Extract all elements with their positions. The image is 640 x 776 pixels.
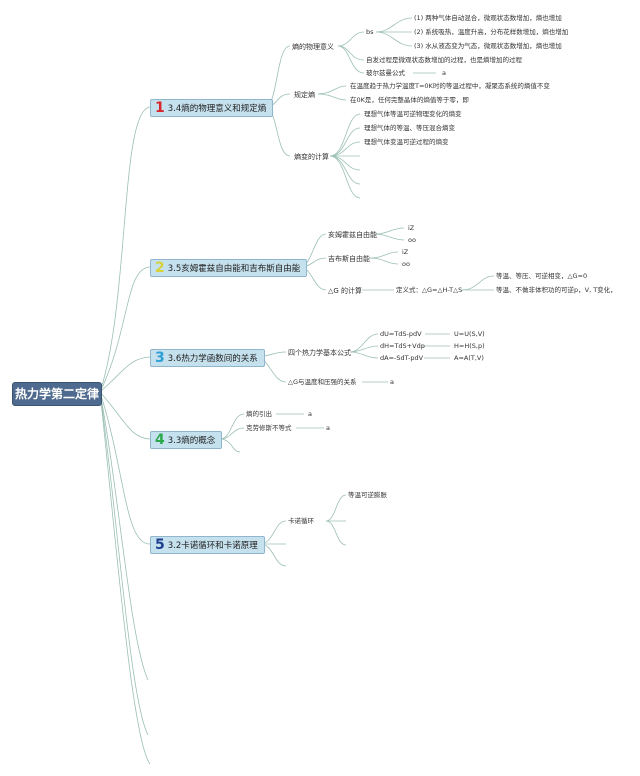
node-condition-1[interactable]: 等温、等压、可逆相变，△G=0 — [496, 272, 588, 280]
node-entropy-origin[interactable]: 熵的引出 — [246, 410, 272, 418]
node-dG-calc[interactable]: △G 的计算 — [328, 287, 363, 295]
node-clausius[interactable]: 克劳修斯不等式 — [246, 424, 292, 432]
node-isothermal-expansion[interactable]: 等温可逆膨胀 — [348, 491, 387, 499]
node-boltzmann-leaf[interactable]: a — [442, 69, 446, 77]
node-bs[interactable]: bs — [366, 28, 374, 36]
node-dG-relation[interactable]: △G与温度和压强的关系 — [288, 378, 357, 386]
node-entropy-calc[interactable]: 熵变的计算 — [294, 153, 329, 161]
node-gibbs-leaf-1[interactable]: iZ — [402, 248, 409, 256]
node-gibbs-leaf-2[interactable]: oo — [402, 260, 410, 268]
node-eq-dU[interactable]: dU=TdS-pdV — [380, 330, 422, 338]
node-clausius-leaf[interactable]: a — [326, 424, 330, 432]
node-fn-A[interactable]: A=A(T,V) — [454, 354, 484, 362]
node-dG-leaf[interactable]: a — [390, 378, 394, 386]
node-spontaneous[interactable]: 自发过程是微观状态数增加的过程，也是熵增加的过程 — [366, 56, 522, 64]
node-stipulated-1[interactable]: 在温度趋于热力学温度T=0K时的等温过程中，凝聚态系统的熵值不变 — [350, 82, 550, 90]
node-fn-H[interactable]: H=H(S,p) — [454, 342, 485, 350]
topic-label: 3.6热力学函数间的关系 — [167, 354, 258, 364]
topic-number: 4 — [155, 432, 165, 448]
node-condition-2[interactable]: 等温、不做非体积功的可逆p，V, T变化， — [496, 286, 617, 294]
node-calc-2[interactable]: 理想气体的等温、等压混合熵变 — [364, 124, 455, 132]
node-eq-dH[interactable]: dH=TdS+Vdp — [380, 342, 425, 350]
node-calc-1[interactable]: 理想气体等温可逆物理变化的熵变 — [364, 110, 462, 118]
topic-label: 3.5亥姆霍兹自由能和吉布斯自由能 — [167, 264, 301, 274]
node-calc-3[interactable]: 理想气体变温可逆过程的熵变 — [364, 138, 449, 146]
node-stipulated-entropy[interactable]: 规定熵 — [294, 91, 315, 99]
node-four-equations[interactable]: 四个热力学基本公式 — [288, 349, 351, 357]
node-eq-dA[interactable]: dA=-SdT-pdV — [380, 354, 424, 362]
topic-label: 3.4熵的物理意义和规定熵 — [167, 104, 267, 114]
topic-number: 3 — [155, 350, 165, 366]
topic-number: 1 — [155, 100, 165, 116]
node-item-2[interactable]: (2) 系统吸热，温度升高，分布花样数增加，熵也增加 — [414, 28, 569, 36]
node-stipulated-2[interactable]: 在0K是，任何完整晶体的熵值等于零，即 — [350, 96, 469, 104]
node-origin-leaf[interactable]: a — [308, 410, 312, 418]
node-physical-meaning[interactable]: 熵的物理意义 — [292, 43, 334, 51]
node-item-1[interactable]: (1) 两种气体自动混合，微观状态数增加，熵也增加 — [414, 14, 562, 22]
root-topic[interactable]: 热力学第二定律 — [12, 382, 102, 406]
node-gibbs[interactable]: 吉布斯自由能 — [328, 255, 370, 263]
topic-label: 3.3熵的概念 — [167, 436, 216, 446]
node-item-3[interactable]: (3) 水从液态变为气态，微观状态数增加，熵也增加 — [414, 42, 562, 50]
node-definition[interactable]: 定义式：△G=△H-T△S — [396, 286, 463, 294]
topic-number: 2 — [155, 260, 165, 276]
node-fn-U[interactable]: U=U(S,V) — [454, 330, 485, 338]
node-helmholtz[interactable]: 亥姆霍兹自由能 — [328, 231, 377, 239]
node-carnot-cycle[interactable]: 卡诺循环 — [288, 517, 314, 525]
node-helmholtz-leaf-2[interactable]: oo — [408, 236, 416, 244]
topic-label: 3.2卡诺循环和卡诺原理 — [167, 541, 258, 551]
topic-number: 5 — [155, 537, 165, 553]
node-helmholtz-leaf-1[interactable]: iZ — [408, 224, 415, 232]
node-boltzmann[interactable]: 玻尔兹曼公式 — [366, 69, 405, 77]
